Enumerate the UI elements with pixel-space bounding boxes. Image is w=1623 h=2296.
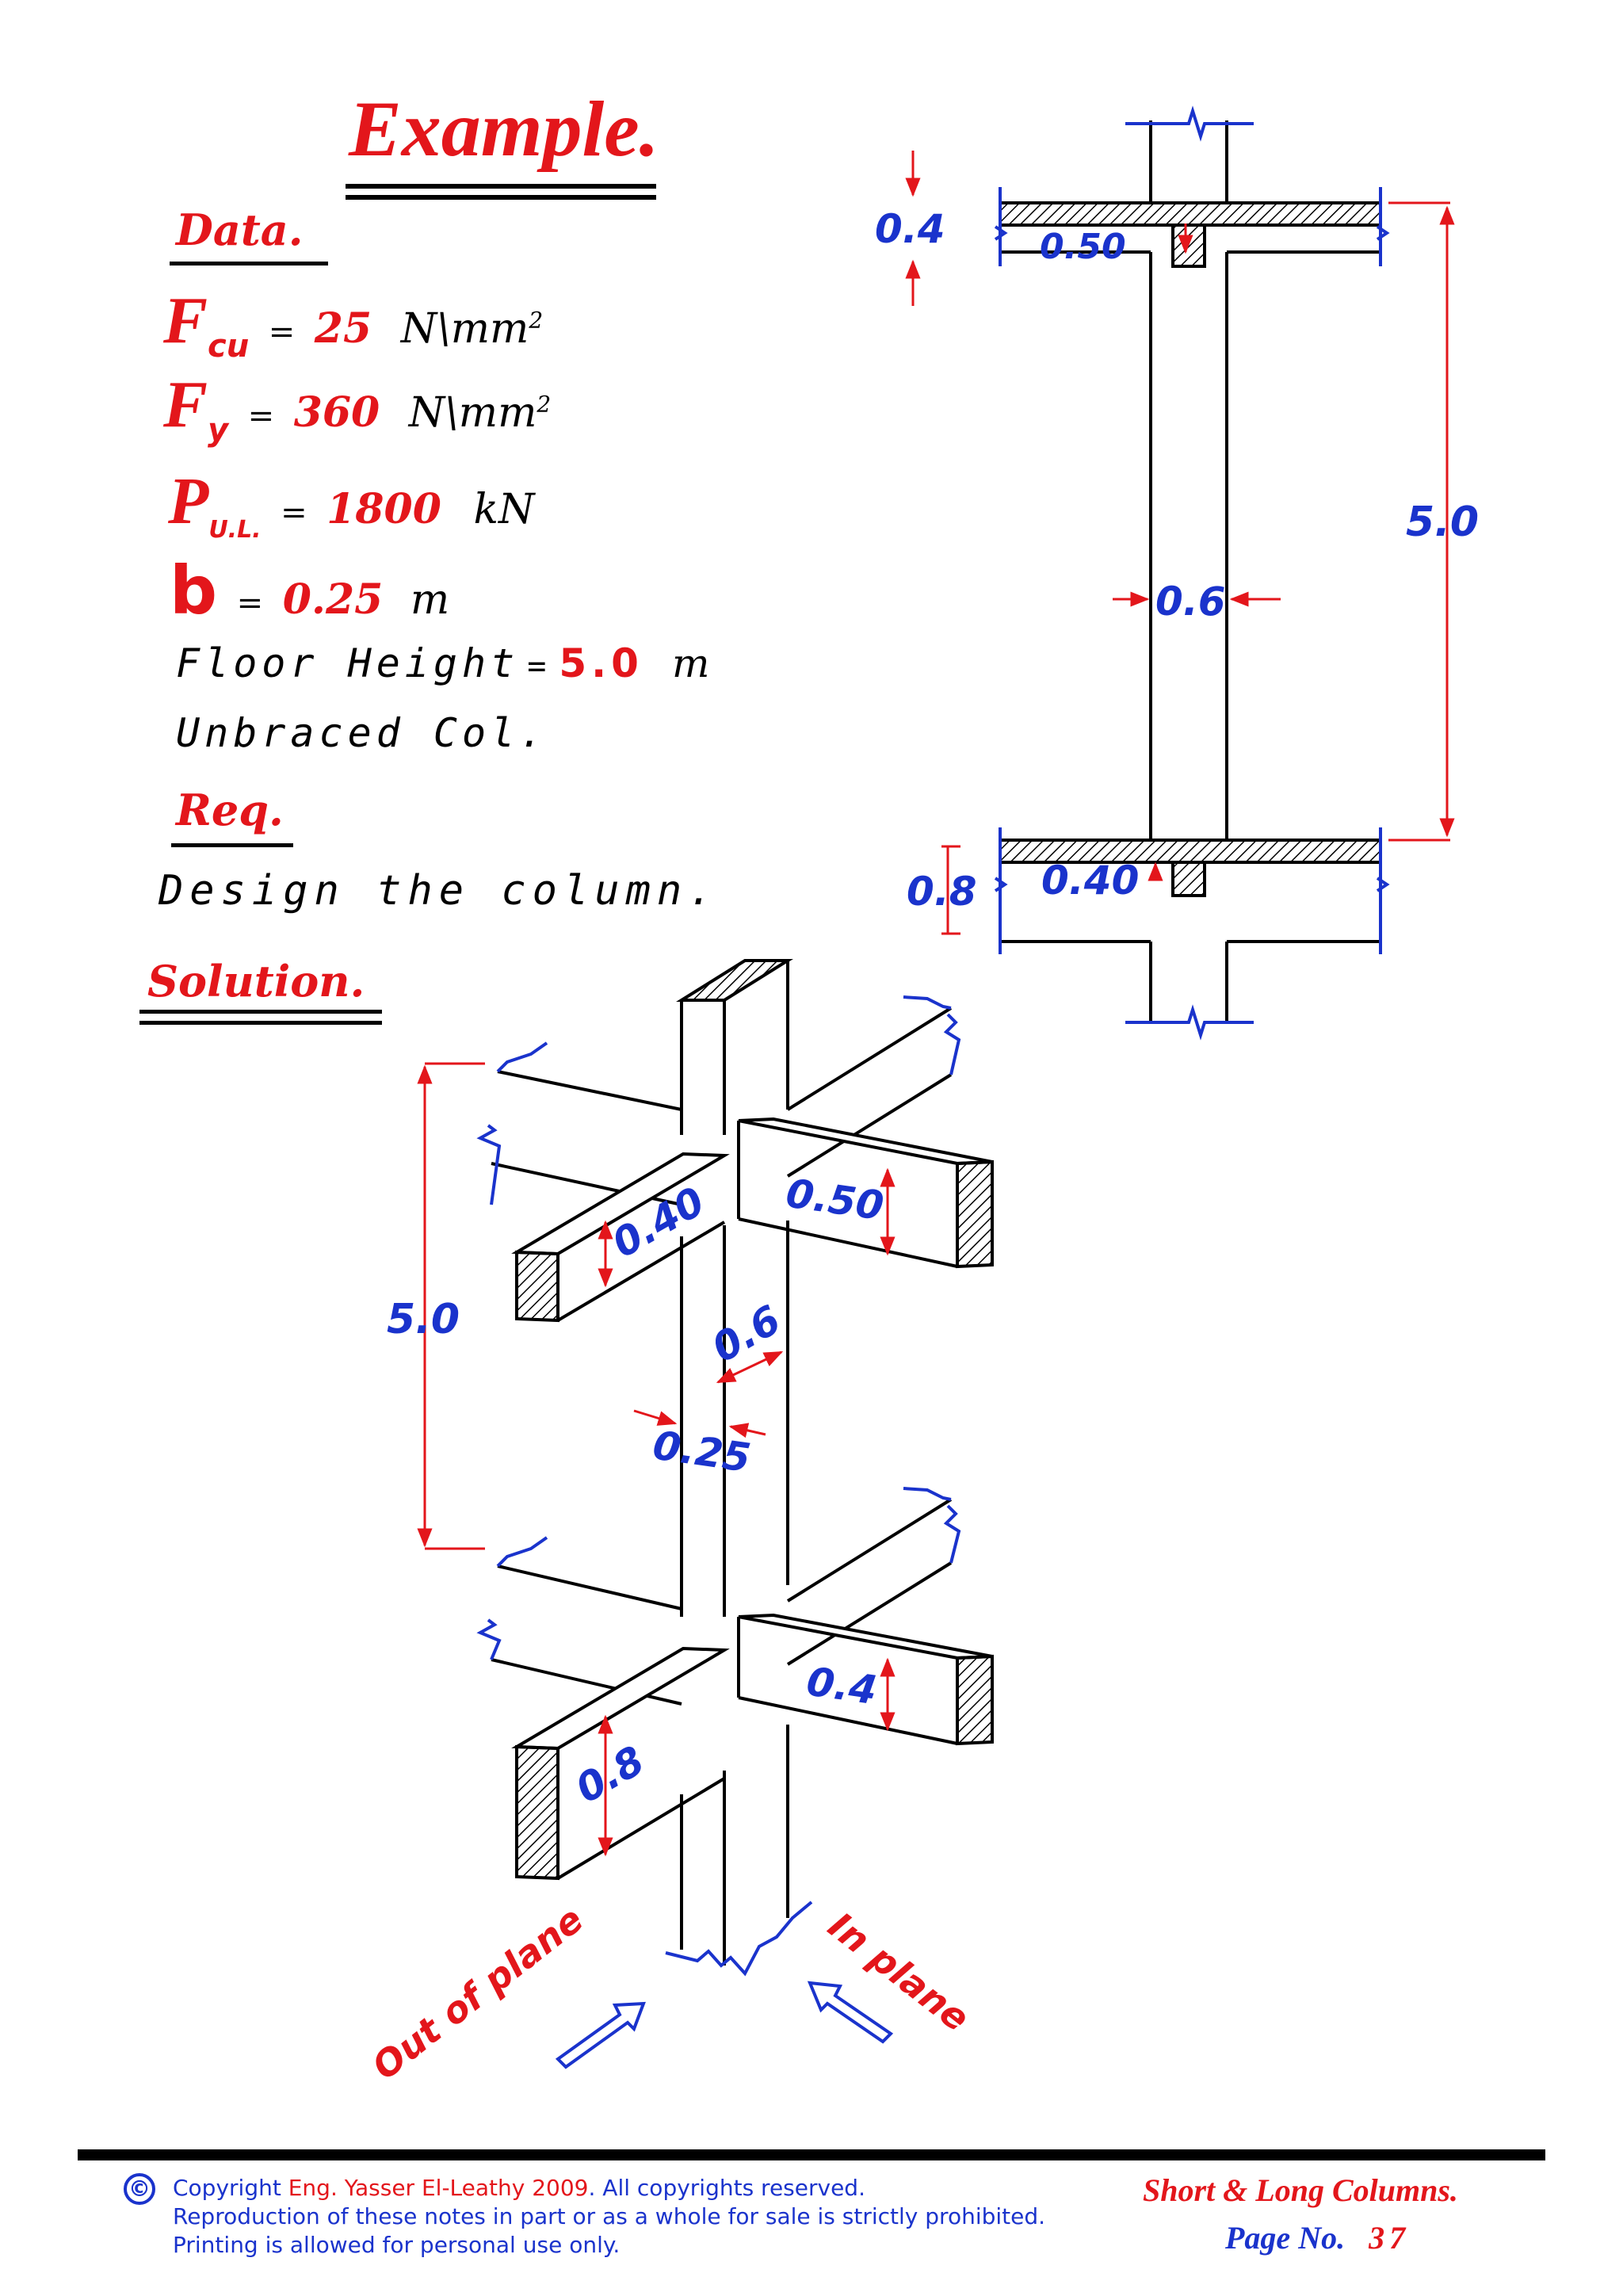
fy-line: Fy = 360 N\mm2 [163,368,552,449]
iso-dim-col-width: 0.25 [650,1422,753,1481]
iso-dim-height: 5.0 [387,1296,460,1343]
footer-line-3: Printing is allowed for personal use onl… [173,2232,621,2258]
elev-dim-column: 0.6 [1155,579,1226,625]
in-plane-arrow-icon [807,1981,894,2044]
footer-line-1: Copyright Eng. Yasser El-Leathy 2009. Al… [173,2175,865,2201]
solution-underline-double [139,1021,382,1025]
drawings: 0.4 0.50 5.0 0.6 0.8 0.40 [365,105,1479,2088]
elev-dim-slab-bottom: 0.8 [907,869,977,915]
elev-dim-beam-top: 0.50 [1040,227,1126,267]
pul-line: PU.L. = 1800 kN [168,464,535,544]
elevation-labels: 0.4 0.50 5.0 0.6 0.8 0.40 [875,206,1479,915]
out-of-plane-arrow-icon [555,2001,646,2069]
req-text: Design the column. [158,867,720,915]
solution-underline [139,1010,382,1014]
copyright-icon: © [124,2173,155,2205]
b-line: b = 0.25 m [170,552,450,629]
page-title: Example. [349,85,659,173]
title-underline [346,184,656,189]
solution-heading: Solution. [147,956,365,1007]
data-heading-underline [170,262,328,266]
iso-dim-beam-c: 0.4 [804,1658,880,1713]
isometric-drawing [491,959,994,1966]
floor-height-line: Floor Height=5.0 m [176,640,715,686]
footer-rule [78,2149,1545,2160]
elev-dim-slab-top: 0.4 [875,206,945,252]
plane-indicators: Out of plane In plane [365,1897,978,2088]
in-plane-label: In plane [820,1904,977,2040]
footer-line-2: Reproduction of these notes in part or a… [173,2203,1046,2229]
isometric-dimensions [417,1062,896,1857]
req-heading-underline [171,843,293,847]
elevation-dimensions [905,151,1455,935]
bracing-line: Unbraced Col. [176,710,548,756]
iso-dim-col-depth: 0.6 [705,1297,789,1372]
title-underline-double [346,195,656,200]
req-heading: Req. [176,785,284,835]
elevation-break-lines [994,105,1390,1041]
iso-dim-beam-d: 0.8 [568,1737,652,1813]
iso-dim-beam-b: 0.50 [783,1170,886,1229]
isometric-break-lines [476,995,961,1977]
isometric-labels: 0.40 0.50 5.0 0.6 0.25 0.4 0.8 [387,1170,887,1812]
fcu-line: Fcu = 25 N\mm2 [163,284,544,365]
elev-dim-height: 5.0 [1406,499,1479,546]
page-number-line: Page No. 37 [1225,2220,1411,2256]
elev-dim-beam-bottom: 0.40 [1041,858,1139,904]
data-heading: Data. [176,204,304,255]
chapter-title: Short & Long Columns. [1143,2172,1458,2208]
